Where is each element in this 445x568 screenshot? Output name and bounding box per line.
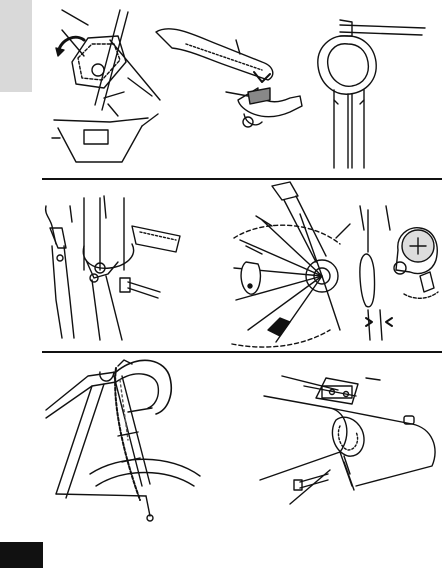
rubber-strap-figure [156, 29, 302, 127]
cable-routing-figure [46, 360, 200, 521]
spoke-magnet-figure [232, 182, 350, 347]
sensor-bracket-figure [52, 10, 160, 162]
fork-mount-figure [46, 196, 180, 340]
magnet-alignment-figure [360, 206, 438, 340]
handlebar-bracket-figure [260, 376, 435, 504]
bracket-clamp-figure [318, 20, 425, 168]
